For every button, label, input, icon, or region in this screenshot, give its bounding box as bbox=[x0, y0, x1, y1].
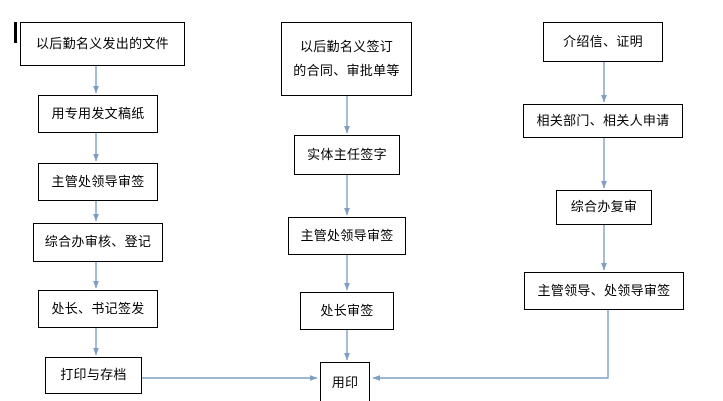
node-label-line2: 的合同、审批单等 bbox=[293, 63, 400, 79]
node-department-person-application[interactable]: 相关部门、相关人申请 bbox=[523, 104, 683, 138]
node-label: 打印与存档 bbox=[60, 368, 127, 383]
node-division-leader-review-left[interactable]: 主管处领导审签 bbox=[38, 163, 158, 201]
node-label: 相关部门、相关人申请 bbox=[536, 113, 670, 129]
node-label: 实体主任签字 bbox=[307, 147, 387, 163]
node-division-leader-review-middle[interactable]: 主管处领导审签 bbox=[288, 217, 406, 255]
node-contracts-signed[interactable]: 以后勤名义签订 的合同、审批单等 bbox=[281, 22, 412, 96]
node-entity-director-signature[interactable]: 实体主任签字 bbox=[294, 135, 400, 175]
node-print-and-archive[interactable]: 打印与存档 bbox=[45, 357, 142, 394]
node-apply-seal[interactable]: 用印 bbox=[320, 362, 370, 401]
node-general-office-review-register[interactable]: 综合办审核、登记 bbox=[33, 223, 163, 262]
node-use-special-draft-paper[interactable]: 用专用发文稿纸 bbox=[38, 95, 158, 133]
node-label: 综合办复审 bbox=[570, 200, 638, 215]
node-label: 用印 bbox=[331, 375, 359, 391]
node-label: 处长、书记签发 bbox=[51, 301, 145, 317]
node-label: 以后勤名义发出的文件 bbox=[35, 36, 169, 52]
node-label: 主管领导、处领导审签 bbox=[537, 283, 671, 299]
text-cursor-caret bbox=[14, 22, 17, 43]
node-supervising-and-division-leader-review[interactable]: 主管领导、处领导审签 bbox=[524, 272, 684, 310]
node-director-secretary-signoff[interactable]: 处长、书记签发 bbox=[38, 290, 158, 328]
edge-r4-m5 bbox=[372, 310, 609, 381]
node-label-line1: 以后勤名义签订 bbox=[299, 39, 394, 55]
node-label: 主管处领导审签 bbox=[51, 174, 145, 190]
node-documents-issued[interactable]: 以后勤名义发出的文件 bbox=[20, 22, 185, 66]
node-label: 处长审签 bbox=[320, 303, 374, 319]
node-label: 综合办审核、登记 bbox=[44, 235, 152, 250]
node-label: 主管处领导审签 bbox=[300, 228, 394, 244]
node-general-office-recheck[interactable]: 综合办复审 bbox=[556, 190, 652, 225]
node-director-review[interactable]: 处长审签 bbox=[300, 292, 394, 330]
node-referral-letter-certificate[interactable]: 介绍信、证明 bbox=[543, 22, 663, 62]
node-label: 用专用发文稿纸 bbox=[51, 106, 145, 122]
node-label: 介绍信、证明 bbox=[563, 34, 643, 50]
